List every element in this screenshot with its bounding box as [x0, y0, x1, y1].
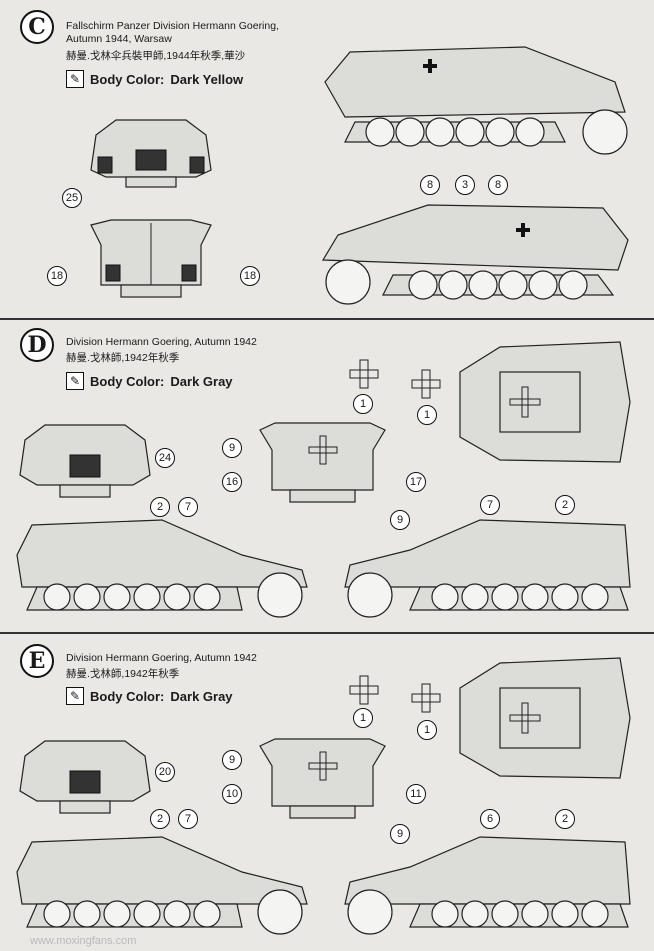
- paintbrush-icon: ✎: [66, 372, 84, 390]
- callout: 2: [150, 809, 170, 829]
- callout: 25: [62, 188, 82, 208]
- balkenkreuz-icon: [349, 359, 379, 389]
- vehicle-side-view-left: [16, 519, 308, 618]
- scheme-title: Fallschirm Panzer Division Hermann Goeri…: [66, 20, 279, 45]
- vehicle-rear-view: [259, 422, 386, 503]
- callout: 3: [455, 175, 475, 195]
- vehicle-top-view: [459, 341, 631, 463]
- watermark: www.moxingfans.com: [30, 935, 137, 947]
- scheme-title: Division Hermann Goering, Autumn 1942: [66, 336, 257, 348]
- scheme-title-cjk: 赫曼.戈林師,1942年秋季: [66, 352, 180, 364]
- scheme-d: D Division Hermann Goering, Autumn 1942 …: [0, 320, 654, 630]
- vehicle-side-view-right: [344, 519, 631, 618]
- callout: 1: [353, 708, 373, 728]
- vehicle-side-view-right: [344, 836, 631, 935]
- vehicle-side-view-left: [16, 836, 308, 935]
- callout: 1: [417, 405, 437, 425]
- vehicle-side-view-left: [324, 46, 628, 155]
- balkenkreuz-icon: [509, 702, 541, 734]
- callout: 2: [555, 809, 575, 829]
- vehicle-front-view: [19, 424, 151, 498]
- callout: 10: [222, 784, 242, 804]
- callout: 17: [406, 472, 426, 492]
- scheme-title-cjk: 赫曼.戈林伞兵裝甲師,1944年秋季,華沙: [66, 50, 246, 62]
- callout: 7: [178, 497, 198, 517]
- callout: 9: [390, 510, 410, 530]
- road-wheels: [43, 572, 303, 618]
- balkenkreuz-icon: [308, 751, 338, 781]
- road-wheels: [347, 889, 609, 935]
- paintbrush-icon: ✎: [66, 70, 84, 88]
- section-divider: [0, 632, 654, 634]
- balkenkreuz-icon: [349, 675, 379, 705]
- scheme-e: E Division Hermann Goering, Autumn 1942 …: [0, 634, 654, 951]
- scheme-title-cjk: 赫曼.戈林師,1942年秋季: [66, 668, 180, 680]
- vehicle-top-view: [459, 657, 631, 779]
- section-divider: [0, 318, 654, 320]
- callout: 8: [488, 175, 508, 195]
- body-color: ✎ Body Color: Dark Gray: [66, 687, 233, 705]
- callout: 9: [222, 438, 242, 458]
- balkenkreuz-icon: [516, 223, 530, 237]
- balkenkreuz-icon: [411, 683, 441, 713]
- callout: 16: [222, 472, 242, 492]
- body-color: ✎ Body Color: Dark Yellow: [66, 70, 243, 88]
- callout: 18: [240, 266, 260, 286]
- callout: 18: [47, 266, 67, 286]
- callout: 9: [390, 824, 410, 844]
- scheme-letter: D: [20, 328, 54, 362]
- vehicle-rear-view: [259, 738, 386, 819]
- vehicle-front-view: [19, 740, 151, 814]
- vehicle-front-view: [90, 119, 212, 188]
- callout: 8: [420, 175, 440, 195]
- callout: 7: [480, 495, 500, 515]
- callout: 2: [150, 497, 170, 517]
- road-wheels: [43, 889, 303, 935]
- callout: 11: [406, 784, 426, 804]
- balkenkreuz-icon: [411, 369, 441, 399]
- callout: 1: [417, 720, 437, 740]
- callout: 2: [555, 495, 575, 515]
- callout: 9: [222, 750, 242, 770]
- body-color: ✎ Body Color: Dark Gray: [66, 372, 233, 390]
- callout: 24: [155, 448, 175, 468]
- road-wheels: [365, 109, 628, 155]
- scheme-letter: E: [20, 644, 54, 678]
- balkenkreuz-icon: [509, 386, 541, 418]
- road-wheels: [325, 259, 588, 305]
- road-wheels: [347, 572, 609, 618]
- callout: 1: [353, 394, 373, 414]
- paintbrush-icon: ✎: [66, 687, 84, 705]
- scheme-c: C Fallschirm Panzer Division Hermann Goe…: [0, 0, 654, 318]
- balkenkreuz-icon: [423, 59, 437, 73]
- callout: 20: [155, 762, 175, 782]
- vehicle-side-view-right: [321, 204, 629, 305]
- callout: 6: [480, 809, 500, 829]
- vehicle-rear-view: [90, 219, 212, 298]
- balkenkreuz-icon: [308, 435, 338, 465]
- callout: 7: [178, 809, 198, 829]
- scheme-title: Division Hermann Goering, Autumn 1942: [66, 652, 257, 664]
- scheme-letter: C: [20, 10, 54, 44]
